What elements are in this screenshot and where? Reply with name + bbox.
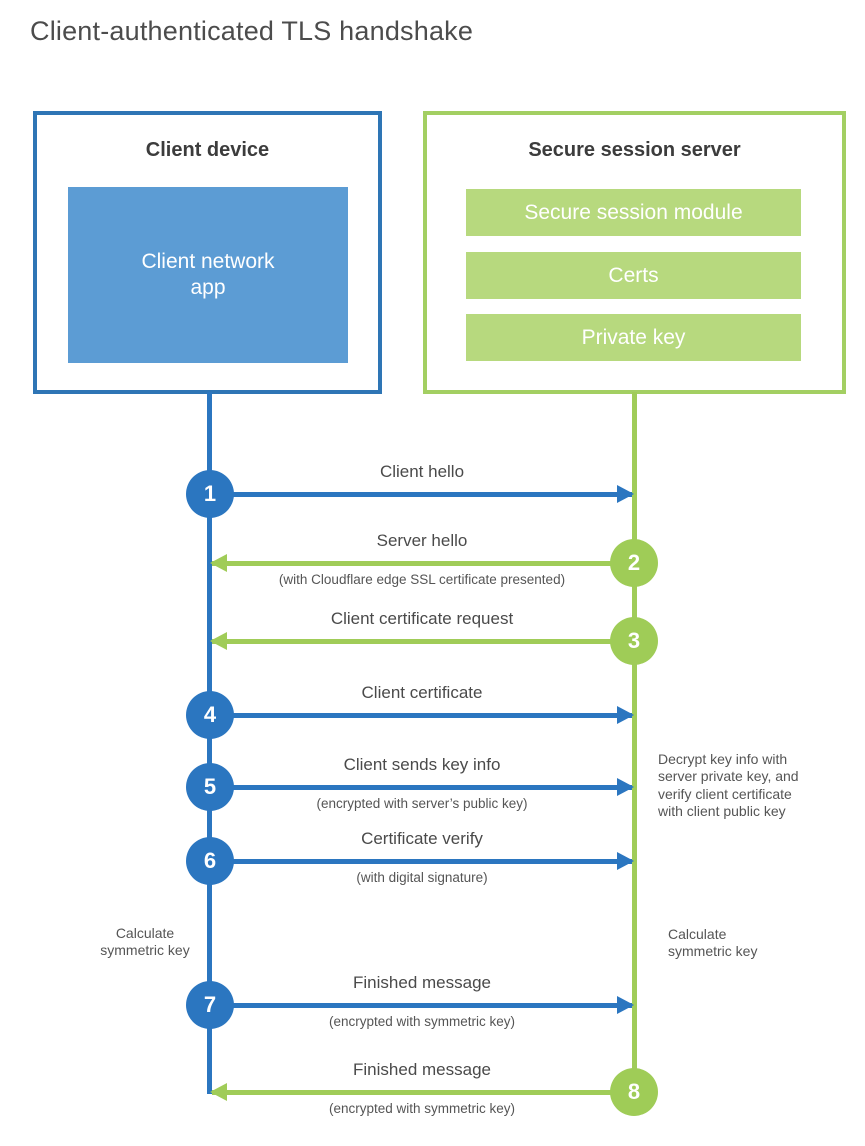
message-label: Client sends key info bbox=[343, 755, 501, 774]
server-module-bar-secure-session-module: Secure session module bbox=[466, 189, 801, 236]
server-box: Secure session server Secure session mod… bbox=[423, 111, 846, 394]
arrow-shaft bbox=[212, 1090, 632, 1095]
message-label: Client hello bbox=[379, 462, 465, 481]
arrowhead-left-icon bbox=[210, 1083, 227, 1101]
message-note: (with digital signature) bbox=[356, 870, 488, 885]
arrow-shaft bbox=[212, 1003, 632, 1008]
message-label: Finished message bbox=[353, 973, 491, 992]
arrowhead-right-icon bbox=[617, 778, 634, 796]
decrypt-key-info-note: Decrypt key info with server private key… bbox=[658, 751, 799, 820]
arrow-shaft bbox=[212, 561, 632, 566]
client-device-title: Client device bbox=[145, 139, 270, 161]
message-note: (with Cloudflare edge SSL certificate pr… bbox=[278, 572, 566, 587]
arrowhead-right-icon bbox=[617, 706, 634, 724]
arrow-shaft bbox=[212, 785, 632, 790]
arrowhead-right-icon bbox=[617, 852, 634, 870]
step-circle-8: 8 bbox=[610, 1068, 658, 1116]
message-label: Finished message bbox=[353, 1060, 491, 1079]
arrowhead-right-icon bbox=[617, 485, 634, 503]
arrow-shaft bbox=[212, 492, 632, 497]
arrow-shaft bbox=[212, 713, 632, 718]
server-module-bar-private-key: Private key bbox=[466, 314, 801, 361]
arrow-shaft bbox=[212, 639, 632, 644]
step-circle-5: 5 bbox=[186, 763, 234, 811]
server-module-bar-certs: Certs bbox=[466, 252, 801, 299]
arrowhead-left-icon bbox=[210, 632, 227, 650]
arrowhead-right-icon bbox=[617, 996, 634, 1014]
message-note: (encrypted with symmetric key) bbox=[328, 1014, 516, 1029]
step-circle-2: 2 bbox=[610, 539, 658, 587]
message-note: (encrypted with server’s public key) bbox=[316, 796, 528, 811]
step-circle-3: 3 bbox=[610, 617, 658, 665]
step-circle-6: 6 bbox=[186, 837, 234, 885]
step-circle-7: 7 bbox=[186, 981, 234, 1029]
arrowhead-left-icon bbox=[210, 554, 227, 572]
client-device-box: Client device Client network app bbox=[33, 111, 382, 394]
calculate-symmetric-key-left: Calculate symmetric key bbox=[100, 925, 190, 959]
page-title: Client-authenticated TLS handshake bbox=[30, 16, 474, 46]
message-label: Certificate verify bbox=[361, 829, 483, 848]
message-label: Server hello bbox=[376, 531, 468, 550]
message-note: (encrypted with symmetric key) bbox=[328, 1101, 516, 1116]
client-network-app-box: Client network app bbox=[68, 187, 348, 363]
step-circle-4: 4 bbox=[186, 691, 234, 739]
calculate-symmetric-key-right: Calculate symmetric key bbox=[668, 926, 758, 960]
client-lifeline bbox=[207, 392, 212, 1094]
step-circle-1: 1 bbox=[186, 470, 234, 518]
message-label: Client certificate request bbox=[330, 609, 514, 628]
server-lifeline bbox=[632, 392, 637, 1092]
server-title: Secure session server bbox=[528, 139, 741, 161]
arrow-shaft bbox=[212, 859, 632, 864]
message-label: Client certificate bbox=[361, 683, 483, 702]
